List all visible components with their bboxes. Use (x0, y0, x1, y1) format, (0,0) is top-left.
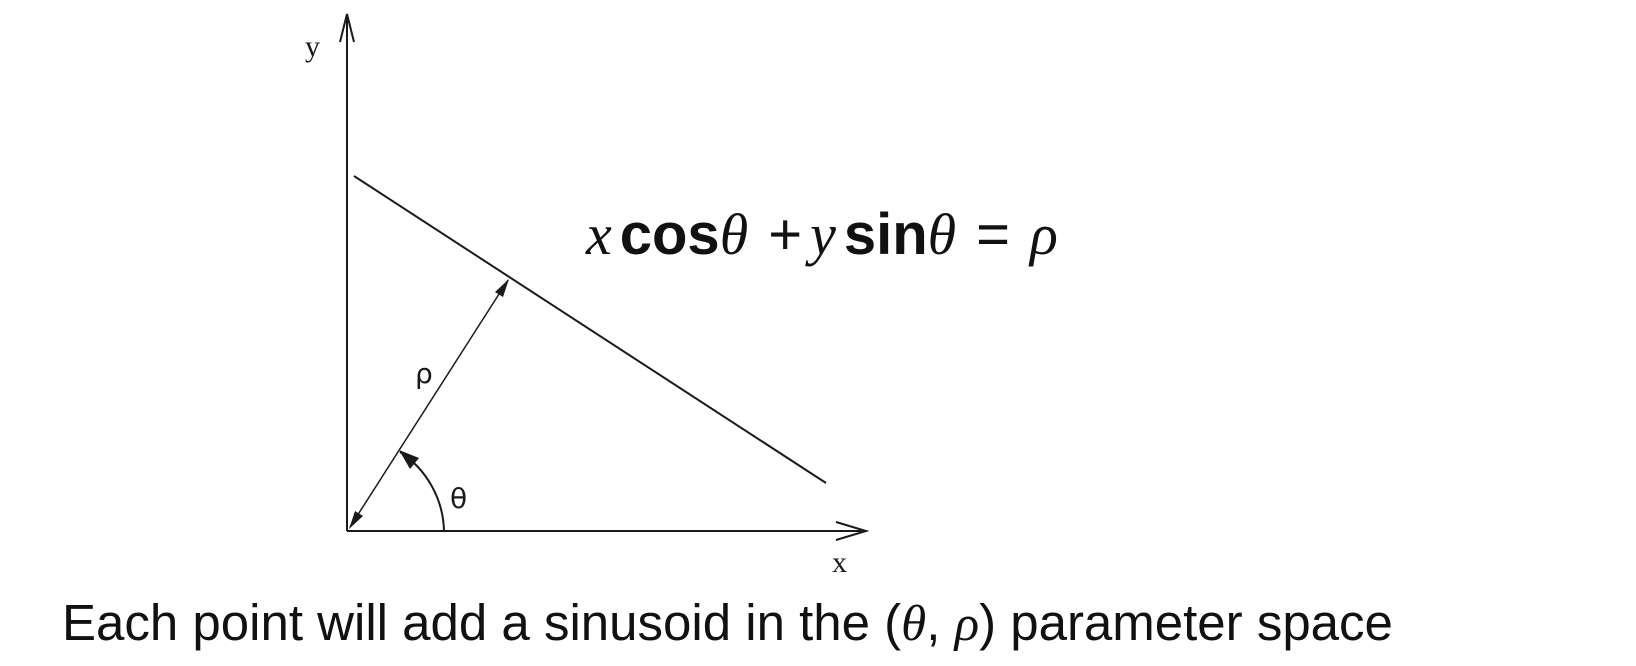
equation-plus: + (768, 202, 803, 267)
parameterized-line (353, 175, 827, 484)
equation-rho: ρ (1030, 202, 1058, 267)
caption-theta: θ (901, 596, 927, 652)
equation-x: x (586, 202, 612, 267)
theta-arc (399, 451, 445, 532)
rho-vector-head-end (495, 279, 509, 297)
rho-label: ρ (415, 357, 433, 390)
rho-vector (349, 279, 509, 528)
equation-equals: = (976, 202, 1011, 267)
equation-cos: cos (619, 202, 720, 267)
theta-label: θ (450, 482, 467, 515)
caption-rho: ρ (954, 596, 980, 652)
y-axis-arrowhead (339, 13, 355, 43)
caption-text-before: Each point will add a sinusoid in the ( (62, 594, 902, 651)
equation-sin: sin (843, 202, 928, 267)
equation-theta-1: θ (719, 202, 749, 267)
rho-vector-head-origin (349, 511, 363, 529)
caption: Each point will add a sinusoid in the (θ… (62, 597, 1393, 650)
caption-comma: , (926, 594, 955, 651)
theta-arc-arrowhead (399, 450, 419, 469)
equation-y: y (810, 202, 836, 267)
x-axis-arrowhead (835, 521, 870, 541)
x-axis-label: x (832, 546, 847, 579)
y-axis-label: y (305, 30, 320, 63)
equation-theta-2: θ (927, 202, 957, 267)
caption-text-after: ) parameter space (979, 594, 1393, 651)
